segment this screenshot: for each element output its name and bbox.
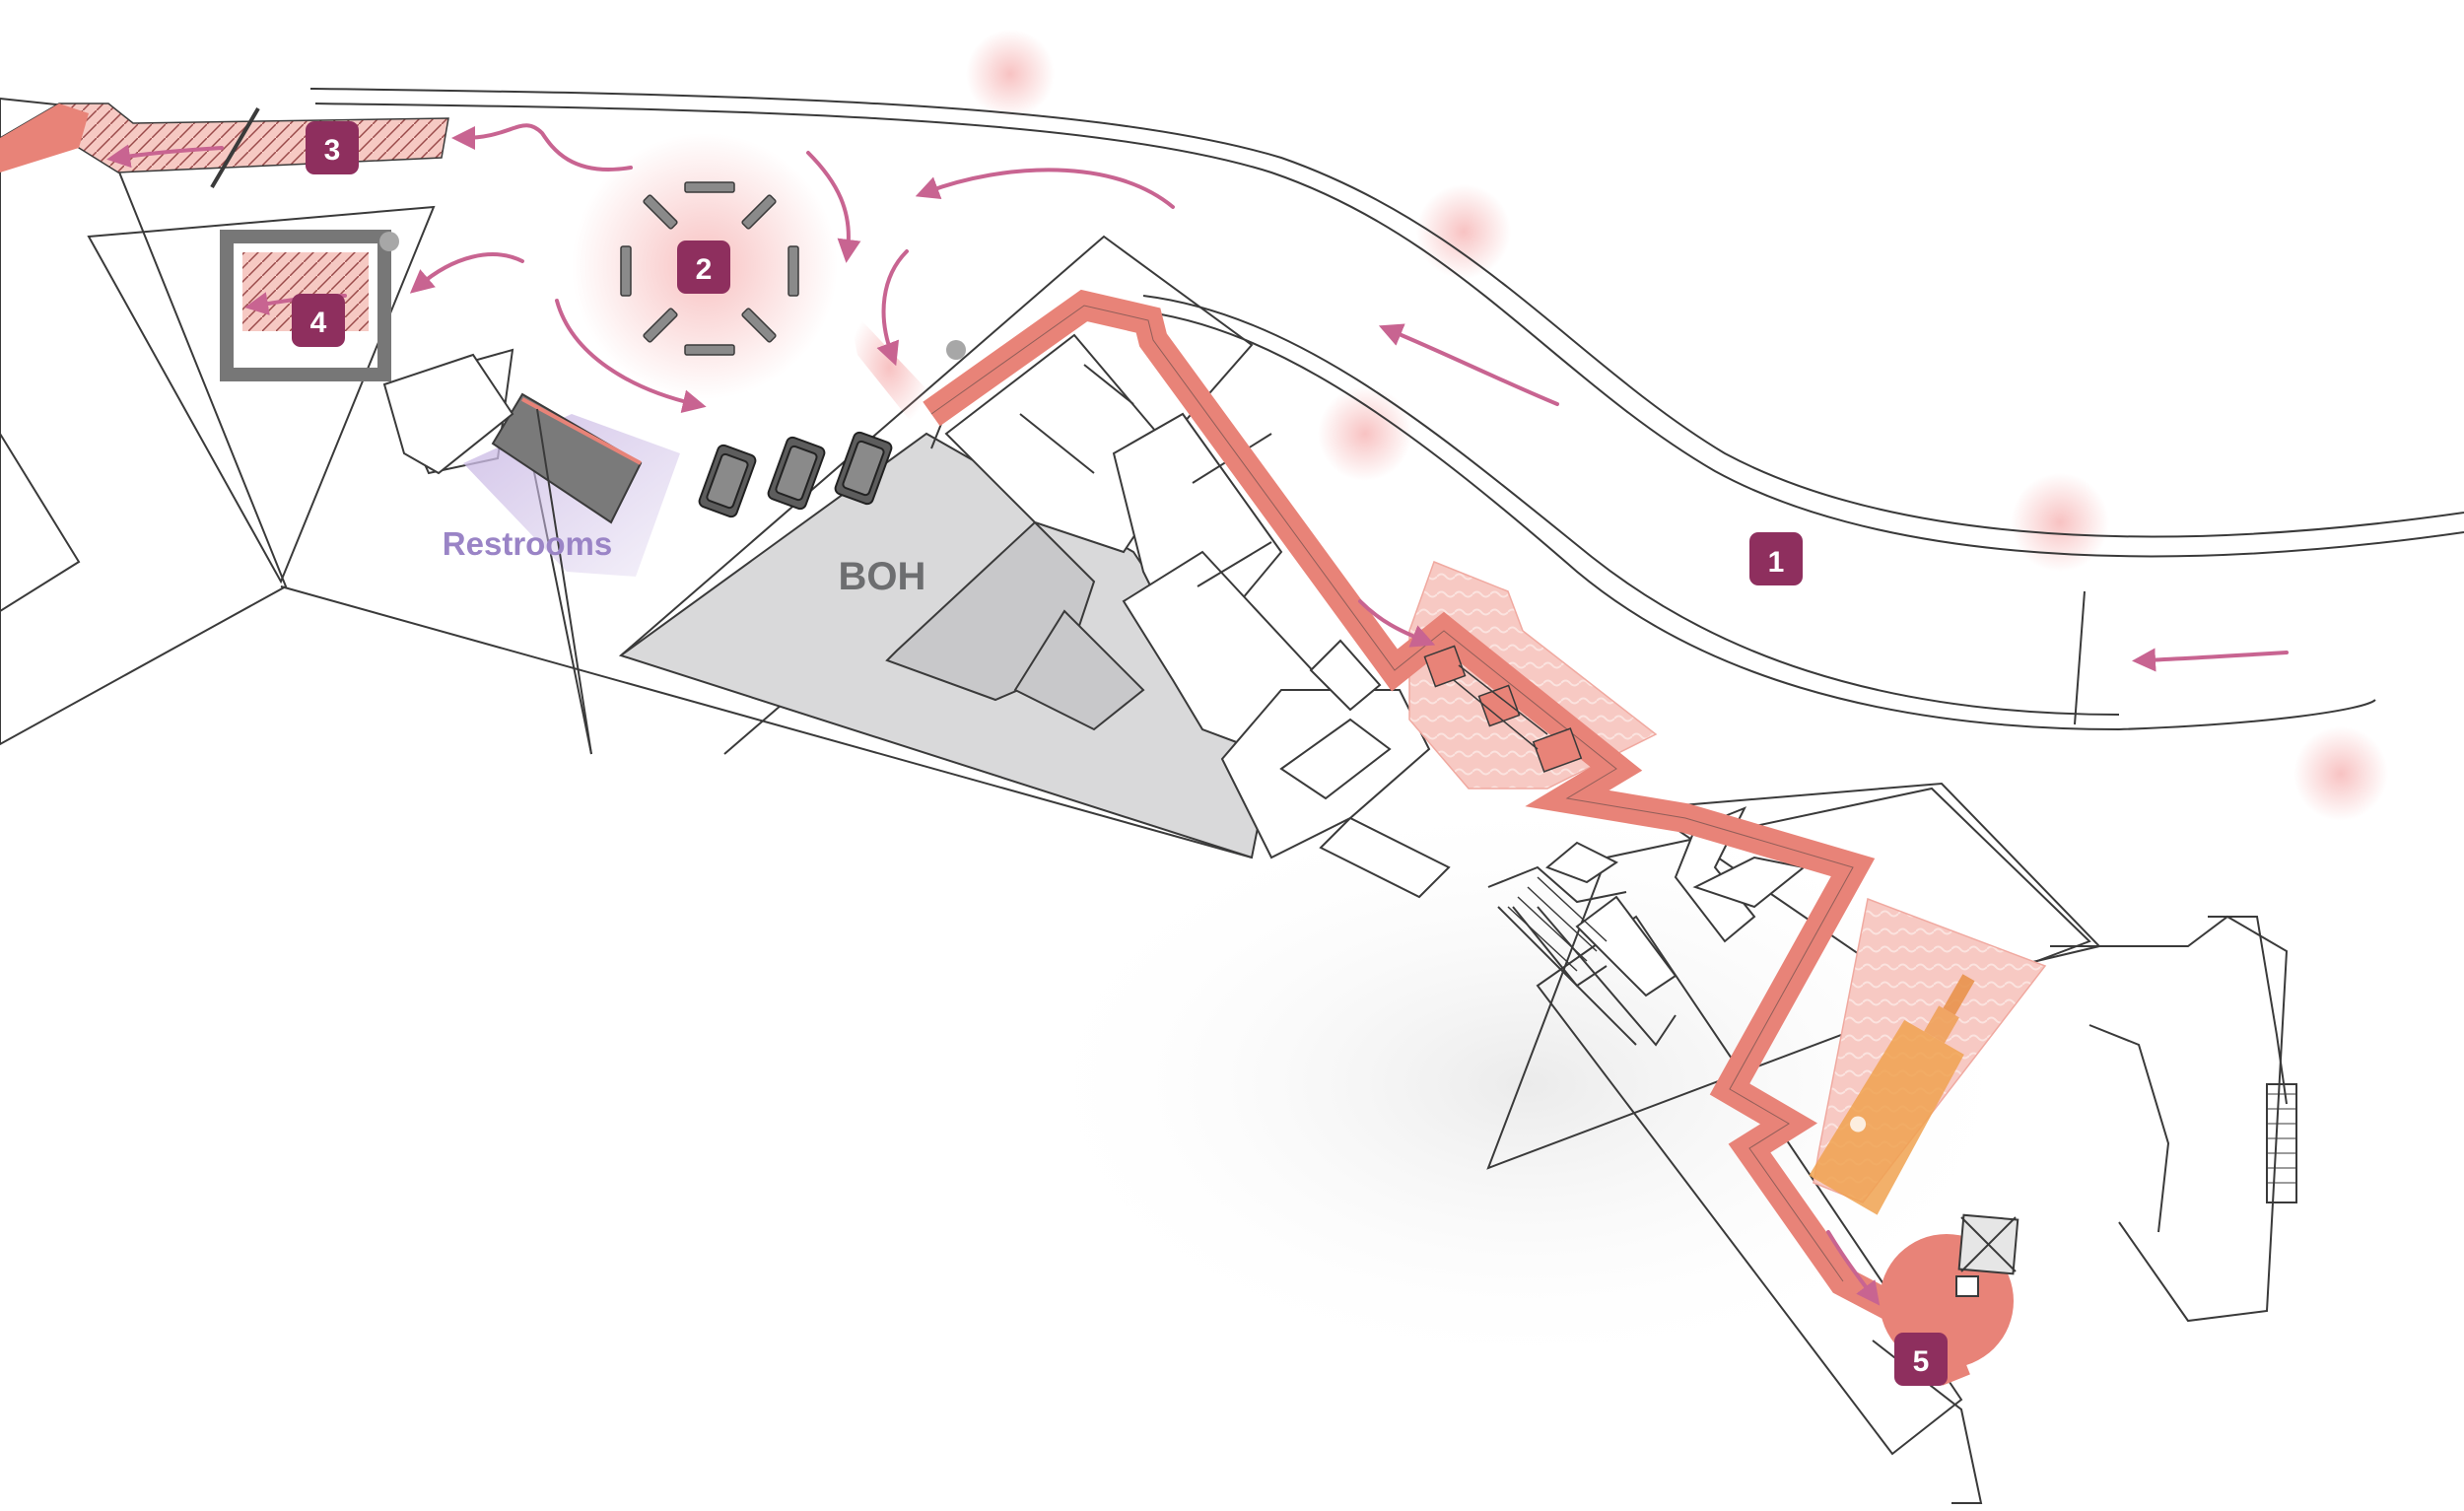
kiosk-icon [1955, 1213, 2019, 1297]
marker-4[interactable]: 4 [292, 294, 345, 347]
arrow-icon [2132, 648, 2289, 672]
arrow-icon [915, 168, 1175, 209]
marker-2-label: 2 [696, 253, 713, 286]
marker-3-label: 3 [324, 134, 341, 167]
visitor-route [848, 289, 1970, 1386]
seating-icon [767, 436, 826, 511]
stairs-icon [2267, 1093, 2296, 1184]
arrow-icon [106, 144, 224, 169]
building-rooms [944, 333, 1807, 997]
seating-icon [698, 444, 757, 518]
bottle-icon [1809, 974, 1975, 1215]
entry-ramp [0, 103, 449, 189]
restrooms-label: Restrooms [443, 525, 612, 562]
marker-4-label: 4 [310, 307, 327, 339]
seating-icon [834, 431, 893, 506]
marker-1[interactable]: 1 [1749, 532, 1803, 585]
restroom-zone [382, 353, 680, 755]
marker-5-label: 5 [1913, 1345, 1930, 1378]
arrow-icon [1826, 1230, 1881, 1306]
entry-stairs [1507, 876, 1608, 972]
arrow-icon [806, 151, 861, 263]
arrow-icon [451, 123, 633, 172]
boh-label: BOH [839, 555, 926, 598]
arrow-icon [555, 299, 707, 413]
flow-arrows [106, 123, 2289, 1306]
marker-2[interactable]: 2 [677, 240, 730, 294]
arrow-icon [1378, 323, 1559, 406]
seating-ring [620, 181, 799, 356]
arrow-icon [1358, 599, 1436, 648]
marker-1-label: 1 [1768, 546, 1785, 579]
step-blocks [1423, 645, 1583, 773]
arrow-icon [876, 249, 909, 367]
marker-3[interactable]: 3 [306, 121, 359, 174]
marker-5[interactable]: 5 [1894, 1333, 1948, 1386]
road [309, 88, 2464, 731]
arrow-icon [409, 252, 524, 294]
seating-icons [698, 431, 893, 518]
